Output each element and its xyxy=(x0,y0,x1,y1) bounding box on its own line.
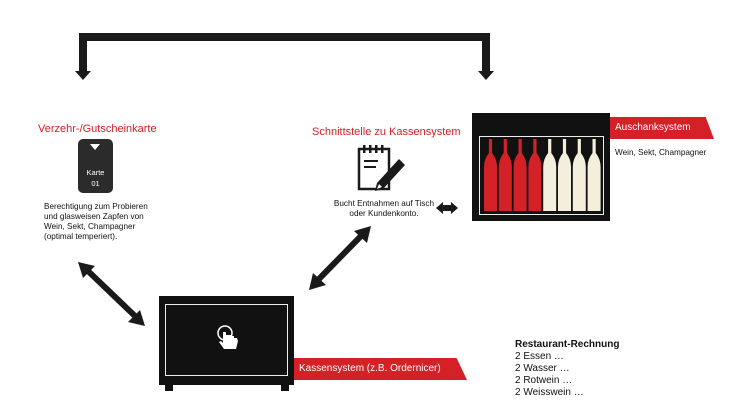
wine-bottle xyxy=(484,139,497,211)
receipt-line: 2 Rotwein … xyxy=(515,375,573,386)
interface-description: Bucht Entnahmen auf Tisch oder Kundenkon… xyxy=(324,199,444,219)
wine-bottle xyxy=(558,139,571,211)
pos-system-tag: Kassensystem (z.B. Ordernicer) xyxy=(294,358,467,380)
dispense-system-panel xyxy=(472,113,610,221)
card-description-line: (optimal temperiert). xyxy=(44,232,118,241)
wine-bottle xyxy=(528,139,542,211)
card-indicator-icon xyxy=(90,144,100,150)
card-description-line: und glasweisen Zapfen von xyxy=(44,212,144,221)
interface-description-line: oder Kundenkonto. xyxy=(349,209,419,218)
dispense-system-subtitle: Wein, Sekt, Champagner xyxy=(615,148,707,157)
bidirectional-arrow-horizontal xyxy=(436,202,458,214)
dispense-system-tag: Auschanksystem xyxy=(610,117,714,139)
voucher-card: Karte 01 xyxy=(78,139,113,193)
bottle-frame xyxy=(479,136,604,215)
wine-bottle xyxy=(587,139,601,211)
receipt-line: 2 Weisswein … xyxy=(515,387,584,398)
receipt-line: 2 Wasser … xyxy=(515,363,570,374)
card-description-line: Berechtigung zum Probieren xyxy=(44,202,148,211)
bottle-row xyxy=(484,139,601,211)
receipt-line: 2 Essen … xyxy=(515,351,564,362)
card-description: Berechtigung zum Probieren und glasweise… xyxy=(44,202,154,242)
wine-bottle xyxy=(543,139,557,211)
card-description-line: Wein, Sekt, Champagner xyxy=(44,222,136,231)
wine-bottle xyxy=(572,139,586,211)
wine-bottle xyxy=(498,139,512,211)
pos-monitor xyxy=(159,296,294,385)
pos-monitor-foot-left xyxy=(165,385,173,391)
card-label: Karte xyxy=(86,168,105,177)
restaurant-receipt: Restaurant-Rechnung 2 Essen … 2 Wasser …… xyxy=(515,339,665,399)
notepad-pencil-icon xyxy=(357,145,405,191)
wine-bottle xyxy=(513,139,527,211)
card-section-title: Verzehr-/Gutscheinkarte xyxy=(38,123,157,135)
touch-hand-icon xyxy=(217,325,238,349)
card-number: 01 xyxy=(91,179,100,188)
interface-description-line: Bucht Entnahmen auf Tisch xyxy=(333,199,435,208)
receipt-title: Restaurant-Rechnung xyxy=(515,339,620,350)
interface-section-title: Schnittstelle zu Kassensystem xyxy=(312,126,461,138)
pos-monitor-foot-right xyxy=(281,385,289,391)
